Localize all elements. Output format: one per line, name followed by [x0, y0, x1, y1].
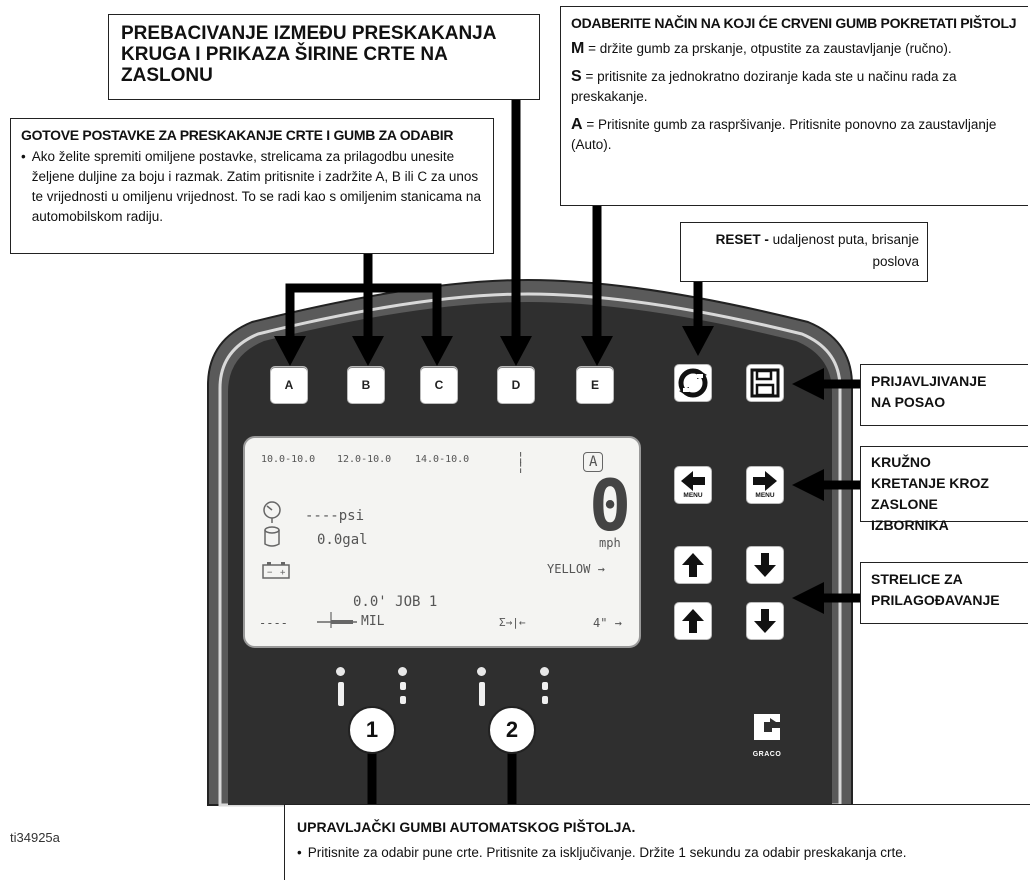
menu-right-button[interactable]: MENU	[746, 466, 784, 504]
lcd-pressure: ----psi	[305, 508, 365, 524]
gun2-indicator-left	[477, 667, 486, 676]
callout-auto-gun: UPRAVLJAČKI GUMBI AUTOMATSKOG PIŠTOLJA. …	[284, 804, 1030, 880]
mode-a-row: A = Pritisnite gumb za raspršivanje. Pri…	[571, 115, 1018, 155]
mode-s-text: = pritisnite za jednokratno doziranje ka…	[571, 69, 957, 104]
mode-s-key: S	[571, 68, 582, 85]
adjust-arrows-label: STRELICE ZA PRILAGOĐAVANJE	[871, 571, 1000, 608]
mode-a-text: = Pritisnite gumb za raspršivanje. Priti…	[571, 117, 997, 152]
adjust-down-button-2[interactable]	[746, 602, 784, 640]
callout-reset: RESET - udaljenost puta, brisanje poslov…	[680, 222, 928, 282]
gun-mode-key-e[interactable]: E	[576, 366, 614, 404]
lcd-speed-value: 0	[589, 465, 632, 547]
preset-key-b[interactable]: B	[347, 366, 385, 404]
menu-left-button[interactable]: MENU	[674, 466, 712, 504]
adjust-down-button-1[interactable]	[746, 546, 784, 584]
lcd-width-dashes: ----	[259, 616, 288, 630]
callout-adjust-arrows: STRELICE ZA PRILAGOĐAVANJE	[860, 562, 1028, 624]
mode-m-row: M = držite gumb za prskanje, otpustite z…	[571, 39, 1018, 59]
reset-button[interactable]	[674, 364, 712, 402]
mode-m-key: M	[571, 40, 585, 57]
lcd-separator: ¦¦	[517, 450, 525, 474]
reset-title: RESET -	[715, 232, 769, 247]
lcd-mode-badge: A	[583, 452, 604, 472]
arrow-up-icon	[682, 553, 704, 577]
preset-key-a[interactable]: A	[270, 366, 308, 404]
callout-switch-display: PREBACIVANJE IZMEĐU PRESKAKANJA KRUGA I …	[108, 14, 540, 100]
lcd-preset-1: 10.0-10.0	[261, 454, 316, 465]
callout-job-login: PRIJAVLJIVANJE NA POSAO	[860, 364, 1028, 426]
menu-left-label: MENU	[683, 492, 703, 499]
gun1-indicator-left	[336, 667, 345, 676]
graco-logo-icon	[754, 714, 782, 740]
arrow-up-icon	[682, 609, 704, 633]
tank-icon	[264, 526, 280, 547]
figure-id: ti34925a	[10, 830, 60, 845]
svg-text:−: −	[267, 568, 273, 578]
gun-button-1[interactable]: 1	[348, 706, 396, 754]
reset-text: udaljenost puta, brisanje poslova	[772, 232, 919, 269]
gun1-skip-line-icon	[400, 682, 406, 690]
bullet-icon: •	[297, 845, 302, 860]
lcd-volume: 0.0gal	[317, 532, 368, 548]
gun2-skip-line-icon-2	[542, 696, 548, 704]
menu-right-label: MENU	[755, 492, 775, 499]
svg-text:+: +	[280, 568, 286, 578]
menu-cycle-label: KRUŽNO KRETANJE KROZ ZASLONE IZBORNIKA	[871, 454, 989, 533]
mode-s-row: S = pritisnite za jednokratno doziranje …	[571, 67, 1018, 107]
brand-name: GRACO	[752, 751, 782, 758]
lcd-display: 10.0-10.0 12.0-10.0 14.0-10.0 ¦¦ A 0 mph…	[243, 436, 641, 648]
lcd-preset-2: 12.0-10.0	[337, 454, 392, 465]
lcd-line-width: 4" →	[593, 616, 622, 630]
callout-mode-title: ODABERITE NAČIN NA KOJI ĆE CRVENI GUMB P…	[571, 15, 1017, 31]
lcd-skip-sigma: Σ→|←	[499, 616, 526, 629]
arrow-down-icon	[754, 609, 776, 633]
job-login-label: PRIJAVLJIVANJE NA POSAO	[871, 373, 987, 410]
callout-presets-title: GOTOVE POSTAVKE ZA PRESKAKANJE CRTE I GU…	[21, 127, 454, 143]
auto-gun-body: Pritisnite za odabir pune crte. Pritisni…	[307, 845, 907, 860]
mode-a-key: A	[571, 116, 583, 133]
lcd-preset-3: 14.0-10.0	[415, 454, 470, 465]
callout-switch-title: PREBACIVANJE IZMEĐU PRESKAKANJA KRUGA I …	[121, 23, 496, 86]
lcd-distance-job: 0.0' JOB 1	[353, 594, 438, 610]
gun-button-2[interactable]: 2	[488, 706, 536, 754]
arrow-left-icon	[681, 471, 705, 491]
job-login-button[interactable]	[746, 364, 784, 402]
lcd-speed-unit: mph	[599, 536, 621, 550]
gun1-solid-line-icon	[338, 682, 344, 706]
lcd-color: YELLOW →	[547, 562, 605, 576]
pressure-gauge-icon	[263, 501, 281, 523]
gun1-indicator-right	[398, 667, 407, 676]
gun1-skip-line-icon-2	[400, 696, 406, 704]
bullet-icon: •	[21, 149, 26, 164]
lcd-mil: MIL	[361, 614, 385, 629]
display-toggle-key-d[interactable]: D	[497, 366, 535, 404]
preset-key-c[interactable]: C	[420, 366, 458, 404]
callout-menu-cycle: KRUŽNO KRETANJE KROZ ZASLONE IZBORNIKA	[860, 446, 1028, 533]
battery-icon: − +	[262, 562, 290, 579]
arrow-down-icon	[754, 553, 776, 577]
gun2-indicator-right	[540, 667, 549, 676]
callout-presets: GOTOVE POSTAVKE ZA PRESKAKANJE CRTE I GU…	[10, 118, 494, 254]
arrow-right-icon	[753, 471, 777, 491]
reset-icon	[678, 368, 708, 398]
auto-gun-title: UPRAVLJAČKI GUMBI AUTOMATSKOG PIŠTOLJA.	[297, 819, 636, 835]
gun2-skip-line-icon	[542, 682, 548, 690]
callout-gun-mode: ODABERITE NAČIN NA KOJI ĆE CRVENI GUMB P…	[560, 6, 1028, 206]
callout-presets-body: Ako želite spremiti omiljene postavke, s…	[31, 149, 481, 224]
adjust-up-button-2[interactable]	[674, 602, 712, 640]
gun2-solid-line-icon	[479, 682, 485, 706]
graco-logo: GRACO	[746, 708, 788, 760]
adjust-up-button-1[interactable]	[674, 546, 712, 584]
mode-m-text: = držite gumb za prskanje, otpustite za …	[588, 41, 952, 56]
line-width-icon	[317, 612, 357, 628]
save-icon	[750, 368, 780, 398]
